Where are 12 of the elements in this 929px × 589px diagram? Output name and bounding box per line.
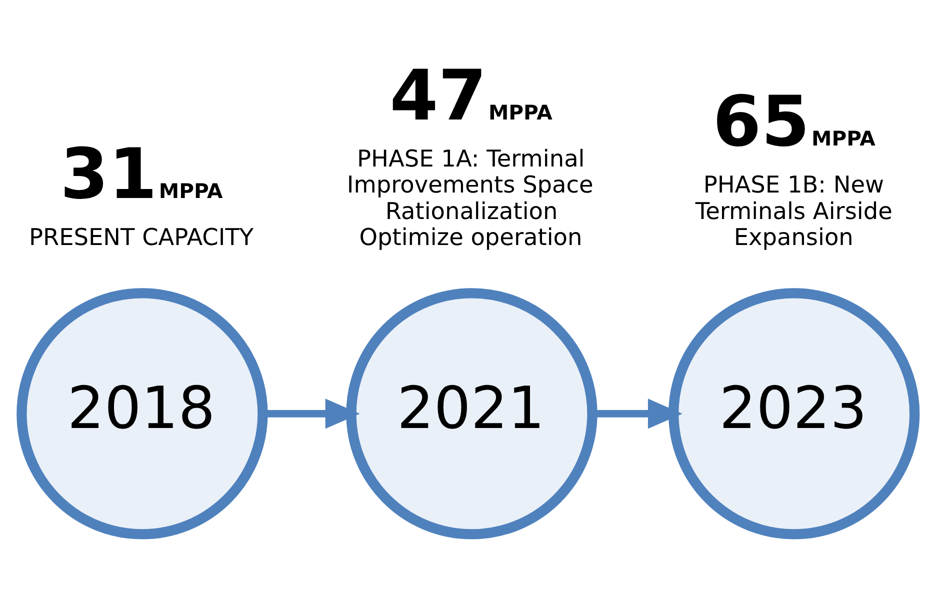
node-label: 65	[712, 81, 810, 162]
node-label: PHASE 1B: New Terminals Airside Expansion	[695, 171, 892, 250]
node-label: MPPA	[811, 126, 876, 150]
node-circle: 2021	[346, 288, 598, 539]
node-circle: 2023	[668, 288, 920, 539]
node-circle: 2018	[16, 288, 268, 539]
node-label: MPPA	[158, 178, 223, 202]
node-label: PHASE 1A: Terminal Improvements Space Rationalization Optimize operation	[346, 145, 594, 250]
node-label: 47	[390, 55, 487, 136]
node-label: 31	[60, 133, 158, 214]
node-label: MPPA	[488, 100, 552, 124]
node-label: PRESENT CAPACITY	[28, 223, 254, 250]
